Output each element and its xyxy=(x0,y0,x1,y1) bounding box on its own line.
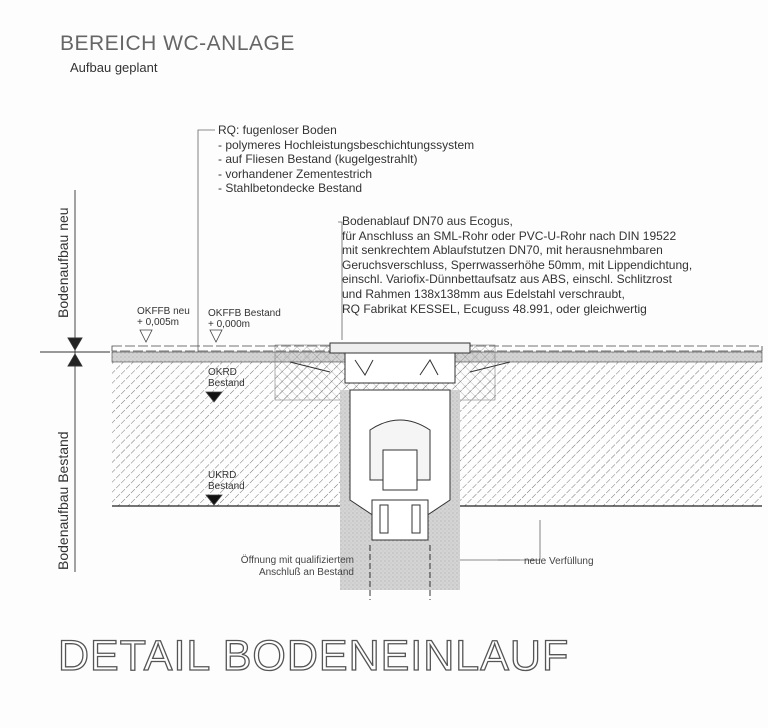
level-label: UKRD xyxy=(208,470,237,481)
level-okrd: OKRD Bestand xyxy=(208,367,245,389)
note-line: - auf Fliesen Bestand (kugelgestrahlt) xyxy=(218,152,418,167)
note-line: mit senkrechtem Ablaufstutzen DN70, mit … xyxy=(342,243,663,258)
note-line: Anschluß an Bestand xyxy=(258,567,354,578)
opening-note: Öffnung mit qualifiziertem Anschluß an B… xyxy=(208,555,354,579)
side-label-existing: Bodenaufbau Bestand xyxy=(55,431,71,570)
note-line: für Anschluss an SML-Rohr oder PVC-U-Roh… xyxy=(342,228,677,243)
level-label: OKFFB neu xyxy=(137,306,190,317)
note-line: - Stahlbetondecke Bestand xyxy=(218,181,363,196)
floor-drain xyxy=(289,342,511,600)
note-line: - vorhandener Zementestrich xyxy=(218,166,373,181)
note-line: einschl. Variofix-Dünnbettaufsatz aus AB… xyxy=(342,272,672,287)
drain-note: Bodenablauf DN70 aus Ecogus, für Anschlu… xyxy=(342,214,692,316)
note-line: - polymeres Hochleistungsbeschichtungssy… xyxy=(218,137,475,152)
level-value: + 0,000m xyxy=(208,319,250,330)
floor-build-up-note: RQ: fugenloser Boden - polymeres Hochlei… xyxy=(218,123,474,196)
note-line: RQ Fabrikat KESSEL, Ecuguss 48.991, oder… xyxy=(342,301,647,316)
level-okffb-neu: OKFFB neu + 0,005m xyxy=(137,306,190,328)
note-line: RQ: fugenloser Boden xyxy=(218,123,337,137)
refill-note: neue Verfüllung xyxy=(524,556,594,567)
side-label-new: Bodenaufbau neu xyxy=(55,207,71,318)
page-subtitle: Aufbau geplant xyxy=(70,60,158,75)
level-markers xyxy=(139,329,223,506)
dimension-line xyxy=(40,190,110,572)
note-line: und Rahmen 138x138mm aus Edelstahl versc… xyxy=(342,286,625,301)
level-ukrd: UKRD Bestand xyxy=(208,470,245,492)
level-value: Bestand xyxy=(208,378,245,389)
level-okffb-bestand: OKFFB Bestand + 0,000m xyxy=(208,308,281,330)
page-title: BEREICH WC-ANLAGE xyxy=(60,32,295,55)
note-line: Bodenablauf DN70 aus Ecogus, xyxy=(342,214,513,228)
level-value: Bestand xyxy=(208,481,245,492)
note-line: Öffnung mit qualifiziertem xyxy=(240,555,354,566)
level-label: OKFFB Bestand xyxy=(208,308,281,319)
level-label: OKRD xyxy=(208,367,237,378)
note-line: Geruchsverschluss, Sperrwasserhöhe 50mm,… xyxy=(342,257,693,272)
detail-title: DETAIL BODENEINLAUF xyxy=(57,631,570,680)
level-value: + 0,005m xyxy=(137,317,179,328)
